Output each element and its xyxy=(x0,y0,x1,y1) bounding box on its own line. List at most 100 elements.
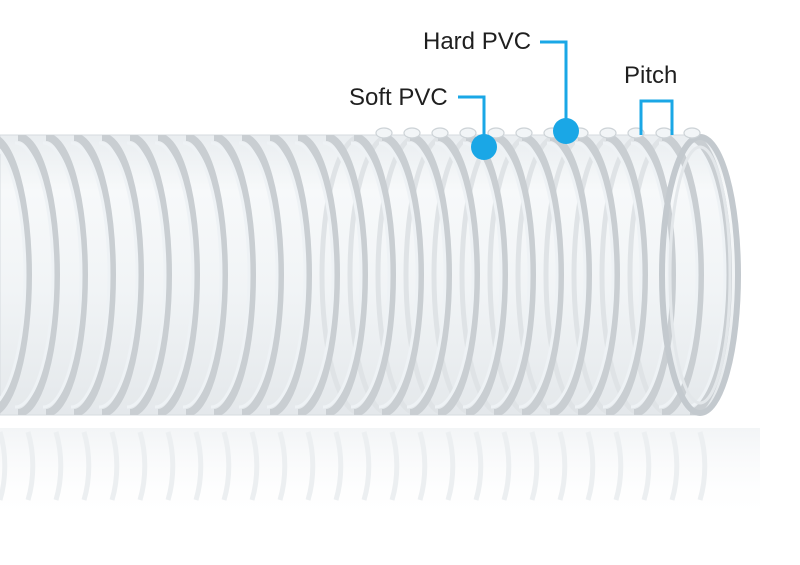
spiral-front-ring xyxy=(633,135,676,415)
reflection-ring xyxy=(249,431,260,501)
spiral-top-beads xyxy=(375,127,701,139)
spiral-bead xyxy=(431,127,449,139)
spiral-front-ring xyxy=(521,135,564,415)
spiral-ring-highlight xyxy=(42,141,83,409)
soft-pvc-leader-line xyxy=(458,95,486,144)
reflection-ring xyxy=(305,431,316,501)
spiral-ring-highlight xyxy=(322,141,363,409)
spiral-front-ring xyxy=(269,135,312,415)
soft-pvc-callout xyxy=(458,95,497,160)
spiral-front-ring xyxy=(605,135,648,415)
reflection-ring xyxy=(613,431,624,501)
spiral-ring-highlight xyxy=(518,141,559,409)
spiral-front-ring xyxy=(185,135,228,415)
reflection-ring xyxy=(0,431,8,501)
spiral-ring-highlight xyxy=(434,141,475,409)
spiral-bead xyxy=(459,127,477,139)
spiral-ring-highlight xyxy=(406,141,447,409)
spiral-ring-highlight xyxy=(154,141,195,409)
hose-reflection xyxy=(0,428,760,523)
spiral-ring-highlight xyxy=(70,141,111,409)
spiral-bead xyxy=(375,127,393,139)
reflection-ring xyxy=(697,431,708,501)
spiral-front-ring xyxy=(549,135,592,415)
spiral-front-ring xyxy=(241,135,284,415)
spiral-ring-highlight xyxy=(490,141,531,409)
hose-opening-rim xyxy=(659,134,741,416)
spiral-front-ring xyxy=(381,135,424,415)
reflection-ring xyxy=(669,431,680,501)
reflection-ring xyxy=(501,431,512,501)
spiral-front-ring xyxy=(409,135,452,415)
spiral-front-ring xyxy=(0,135,32,415)
spiral-bead xyxy=(403,127,421,139)
reflection-ring xyxy=(417,431,428,501)
hose-opening-inner xyxy=(668,145,732,405)
reflection-ring xyxy=(53,431,64,501)
hard-pvc-marker-dot xyxy=(553,118,579,144)
hard-pvc-label: Hard PVC xyxy=(423,28,532,55)
spiral-front-ring xyxy=(437,135,480,415)
spiral-front-ring xyxy=(577,135,620,415)
spiral-ring-highlight xyxy=(210,141,251,409)
soft-pvc-label: Soft PVC xyxy=(349,84,448,111)
reflection-rings xyxy=(0,431,708,501)
spiral-ring-highlight xyxy=(182,141,223,409)
spiral-front-ring xyxy=(297,135,340,415)
reflection-ring xyxy=(109,431,120,501)
reflection-ring xyxy=(165,431,176,501)
spiral-ring-highlight xyxy=(294,141,335,409)
reflection-ring xyxy=(193,431,204,501)
spiral-front-ring xyxy=(493,135,536,415)
spiral-ring-highlight xyxy=(0,141,27,409)
pitch-label: Pitch xyxy=(624,62,678,89)
spiral-ring-highlight xyxy=(602,141,643,409)
spiral-ring-highlight xyxy=(378,141,419,409)
pitch-callout xyxy=(639,99,674,135)
spiral-front-ring xyxy=(213,135,256,415)
spiral-front-ring xyxy=(129,135,172,415)
spiral-front-ring xyxy=(353,135,396,415)
reflection-ring xyxy=(81,431,92,501)
spiral-ring-highlight xyxy=(266,141,307,409)
spiral-ring-highlight xyxy=(350,141,391,409)
spiral-ring-highlight xyxy=(546,141,587,409)
spiral-front-rings xyxy=(0,135,732,415)
reflection-ring xyxy=(585,431,596,501)
reflection-ring xyxy=(529,431,540,501)
hard-pvc-leader-line xyxy=(540,40,568,128)
spiral-front-ring xyxy=(325,135,368,415)
spiral-ring-highlight xyxy=(238,141,279,409)
spiral-bead xyxy=(683,127,701,139)
reflection-ring xyxy=(361,431,372,501)
reflection-ring xyxy=(389,431,400,501)
reflection-ring xyxy=(641,431,652,501)
soft-pvc-marker-dot xyxy=(471,134,497,160)
reflection-ring xyxy=(473,431,484,501)
pitch-bracket xyxy=(639,99,674,135)
spiral-front-ring xyxy=(73,135,116,415)
reflection-ring xyxy=(445,431,456,501)
spiral-front-ring xyxy=(17,135,60,415)
reflection-ring xyxy=(25,431,36,501)
spiral-bead xyxy=(515,127,533,139)
spiral-ring-highlight xyxy=(658,141,699,409)
spiral-bead xyxy=(655,127,673,139)
spiral-ring-highlight xyxy=(126,141,167,409)
reflection-ring xyxy=(221,431,232,501)
reflection-ring xyxy=(557,431,568,501)
reflection-ring xyxy=(333,431,344,501)
reflection-ring xyxy=(137,431,148,501)
spiral-ring-highlight xyxy=(98,141,139,409)
reflection-ring xyxy=(277,431,288,501)
spiral-bead xyxy=(487,127,505,139)
hard-pvc-callout xyxy=(540,40,579,144)
spiral-ring-highlight xyxy=(574,141,615,409)
spiral-bead xyxy=(599,127,617,139)
spiral-front-ring xyxy=(157,135,200,415)
spiral-ring-highlight xyxy=(14,141,55,409)
spiral-ring-highlight xyxy=(686,141,727,409)
spiral-front-ring xyxy=(45,135,88,415)
